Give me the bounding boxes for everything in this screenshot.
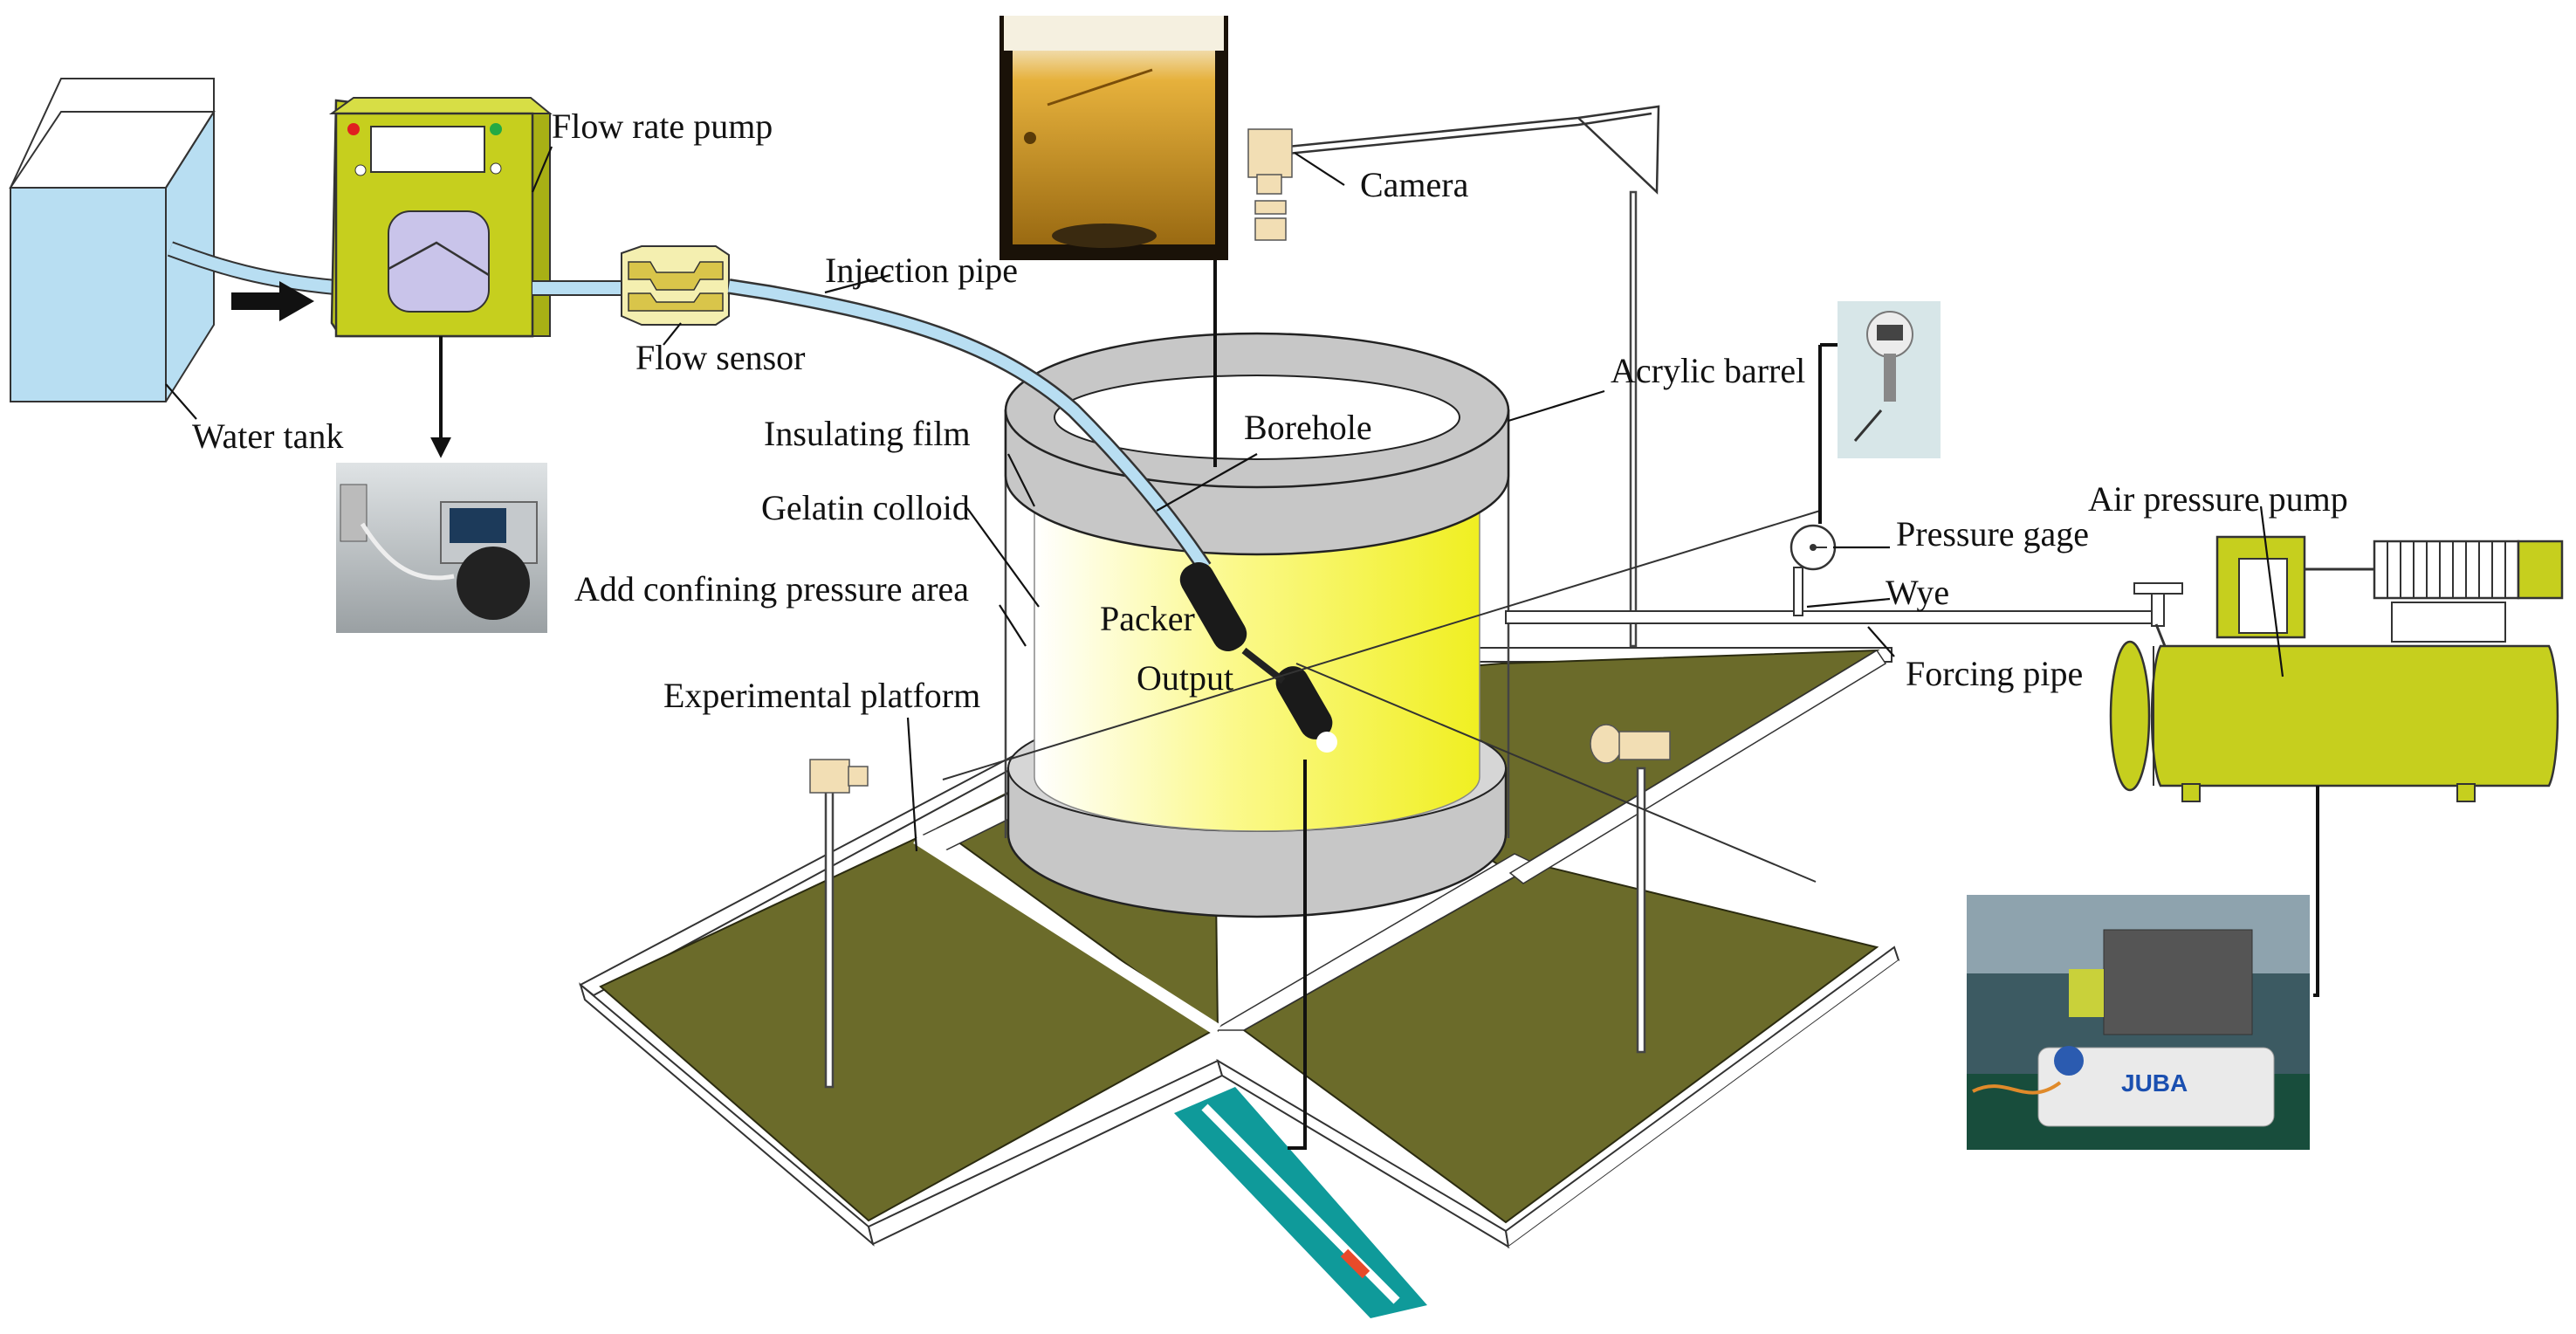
label-add-confining-pressure-area: Add confining pressure area bbox=[574, 569, 969, 609]
label-injection-pipe: Injection pipe bbox=[825, 251, 1018, 290]
forcing-pipe bbox=[1505, 567, 2183, 647]
label-flow-rate-pump: Flow rate pump bbox=[552, 107, 773, 146]
packer-icon bbox=[1179, 561, 1337, 753]
flow-sensor-icon bbox=[621, 245, 730, 326]
label-borehole: Borehole bbox=[1244, 408, 1372, 447]
gelatin-barrel-photo bbox=[999, 16, 1228, 260]
gelatin-colloid-body bbox=[1034, 453, 1480, 832]
air-pressure-pump-icon bbox=[2109, 535, 2564, 802]
connector-lines bbox=[430, 260, 2319, 1150]
pressure-gage-icon bbox=[1789, 524, 1837, 571]
label-wye: Wye bbox=[1886, 573, 1949, 612]
label-water-tank: Water tank bbox=[192, 416, 343, 456]
leader-lines bbox=[165, 146, 2284, 852]
camera-icon-right bbox=[1590, 724, 1671, 764]
camera-frame bbox=[1287, 105, 1660, 195]
label-flow-sensor: Flow sensor bbox=[635, 338, 805, 377]
label-camera: Camera bbox=[1360, 165, 1469, 204]
flow-arrow-icon bbox=[231, 281, 314, 321]
confining-lines bbox=[942, 510, 1821, 883]
label-output: Output bbox=[1137, 658, 1233, 698]
water-tank-icon bbox=[9, 78, 216, 402]
label-insulating-film: Insulating film bbox=[764, 414, 971, 453]
packer-photo bbox=[1174, 1087, 1427, 1318]
labels: Flow rate pump Water tank Flow sensor In… bbox=[192, 107, 2348, 715]
compressor-brand-text: JUBA bbox=[2121, 1069, 2188, 1097]
label-forcing-pipe: Forcing pipe bbox=[1906, 654, 2083, 693]
acrylic-barrel bbox=[1004, 332, 1510, 918]
label-acrylic-barrel: Acrylic barrel bbox=[1611, 351, 1805, 390]
label-air-pressure-pump: Air pressure pump bbox=[2088, 479, 2348, 519]
pressure-gage-photo bbox=[1838, 301, 1941, 458]
camera-icon-left bbox=[809, 759, 869, 794]
compressor-photo: JUBA bbox=[1967, 895, 2310, 1150]
label-experimental-platform: Experimental platform bbox=[663, 676, 980, 715]
flow-pump-icon bbox=[328, 97, 553, 338]
label-packer: Packer bbox=[1100, 599, 1195, 638]
label-gelatin-colloid: Gelatin colloid bbox=[761, 488, 970, 527]
label-pressure-gage: Pressure gage bbox=[1896, 514, 2089, 554]
camera-icon bbox=[1247, 128, 1293, 241]
flow-pump-photo bbox=[336, 463, 547, 633]
